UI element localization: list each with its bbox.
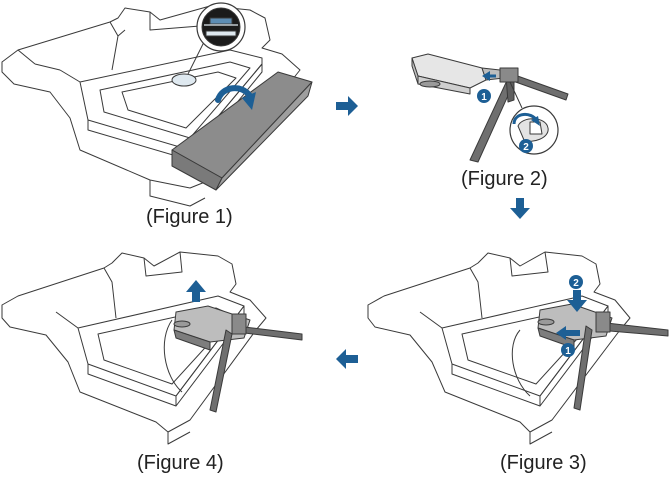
figure-3-caption: (Figure 3) [500, 452, 587, 475]
figure-2-illustration [412, 54, 568, 162]
step-badge-1: 1 [477, 89, 491, 103]
figure-2-stand-leg-right [510, 74, 568, 100]
step-badge-2: 2 [519, 139, 533, 153]
flow-arrow-left-icon [336, 349, 358, 369]
figure-3-illustration [368, 252, 668, 444]
figure-1-caption: (Figure 1) [146, 206, 233, 229]
arrow-up-icon [186, 280, 206, 302]
figure-4-caption: (Figure 4) [137, 452, 224, 475]
svg-text:1: 1 [565, 346, 571, 357]
step-badge-2: 2 [569, 275, 583, 289]
figure-4-illustration [2, 252, 302, 444]
svg-text:1: 1 [481, 92, 487, 103]
flow-arrow-right-icon [336, 96, 358, 116]
figure-2-caption: (Figure 2) [461, 168, 548, 191]
flow-arrow-down-icon [510, 198, 530, 219]
svg-text:2: 2 [523, 142, 529, 153]
figure-1-neck-hole [172, 74, 196, 86]
figure-1-illustration [2, 3, 312, 206]
step-badge-1: 1 [561, 343, 575, 357]
svg-text:2: 2 [573, 278, 579, 289]
figure-4-stand-leg-long [210, 330, 232, 412]
